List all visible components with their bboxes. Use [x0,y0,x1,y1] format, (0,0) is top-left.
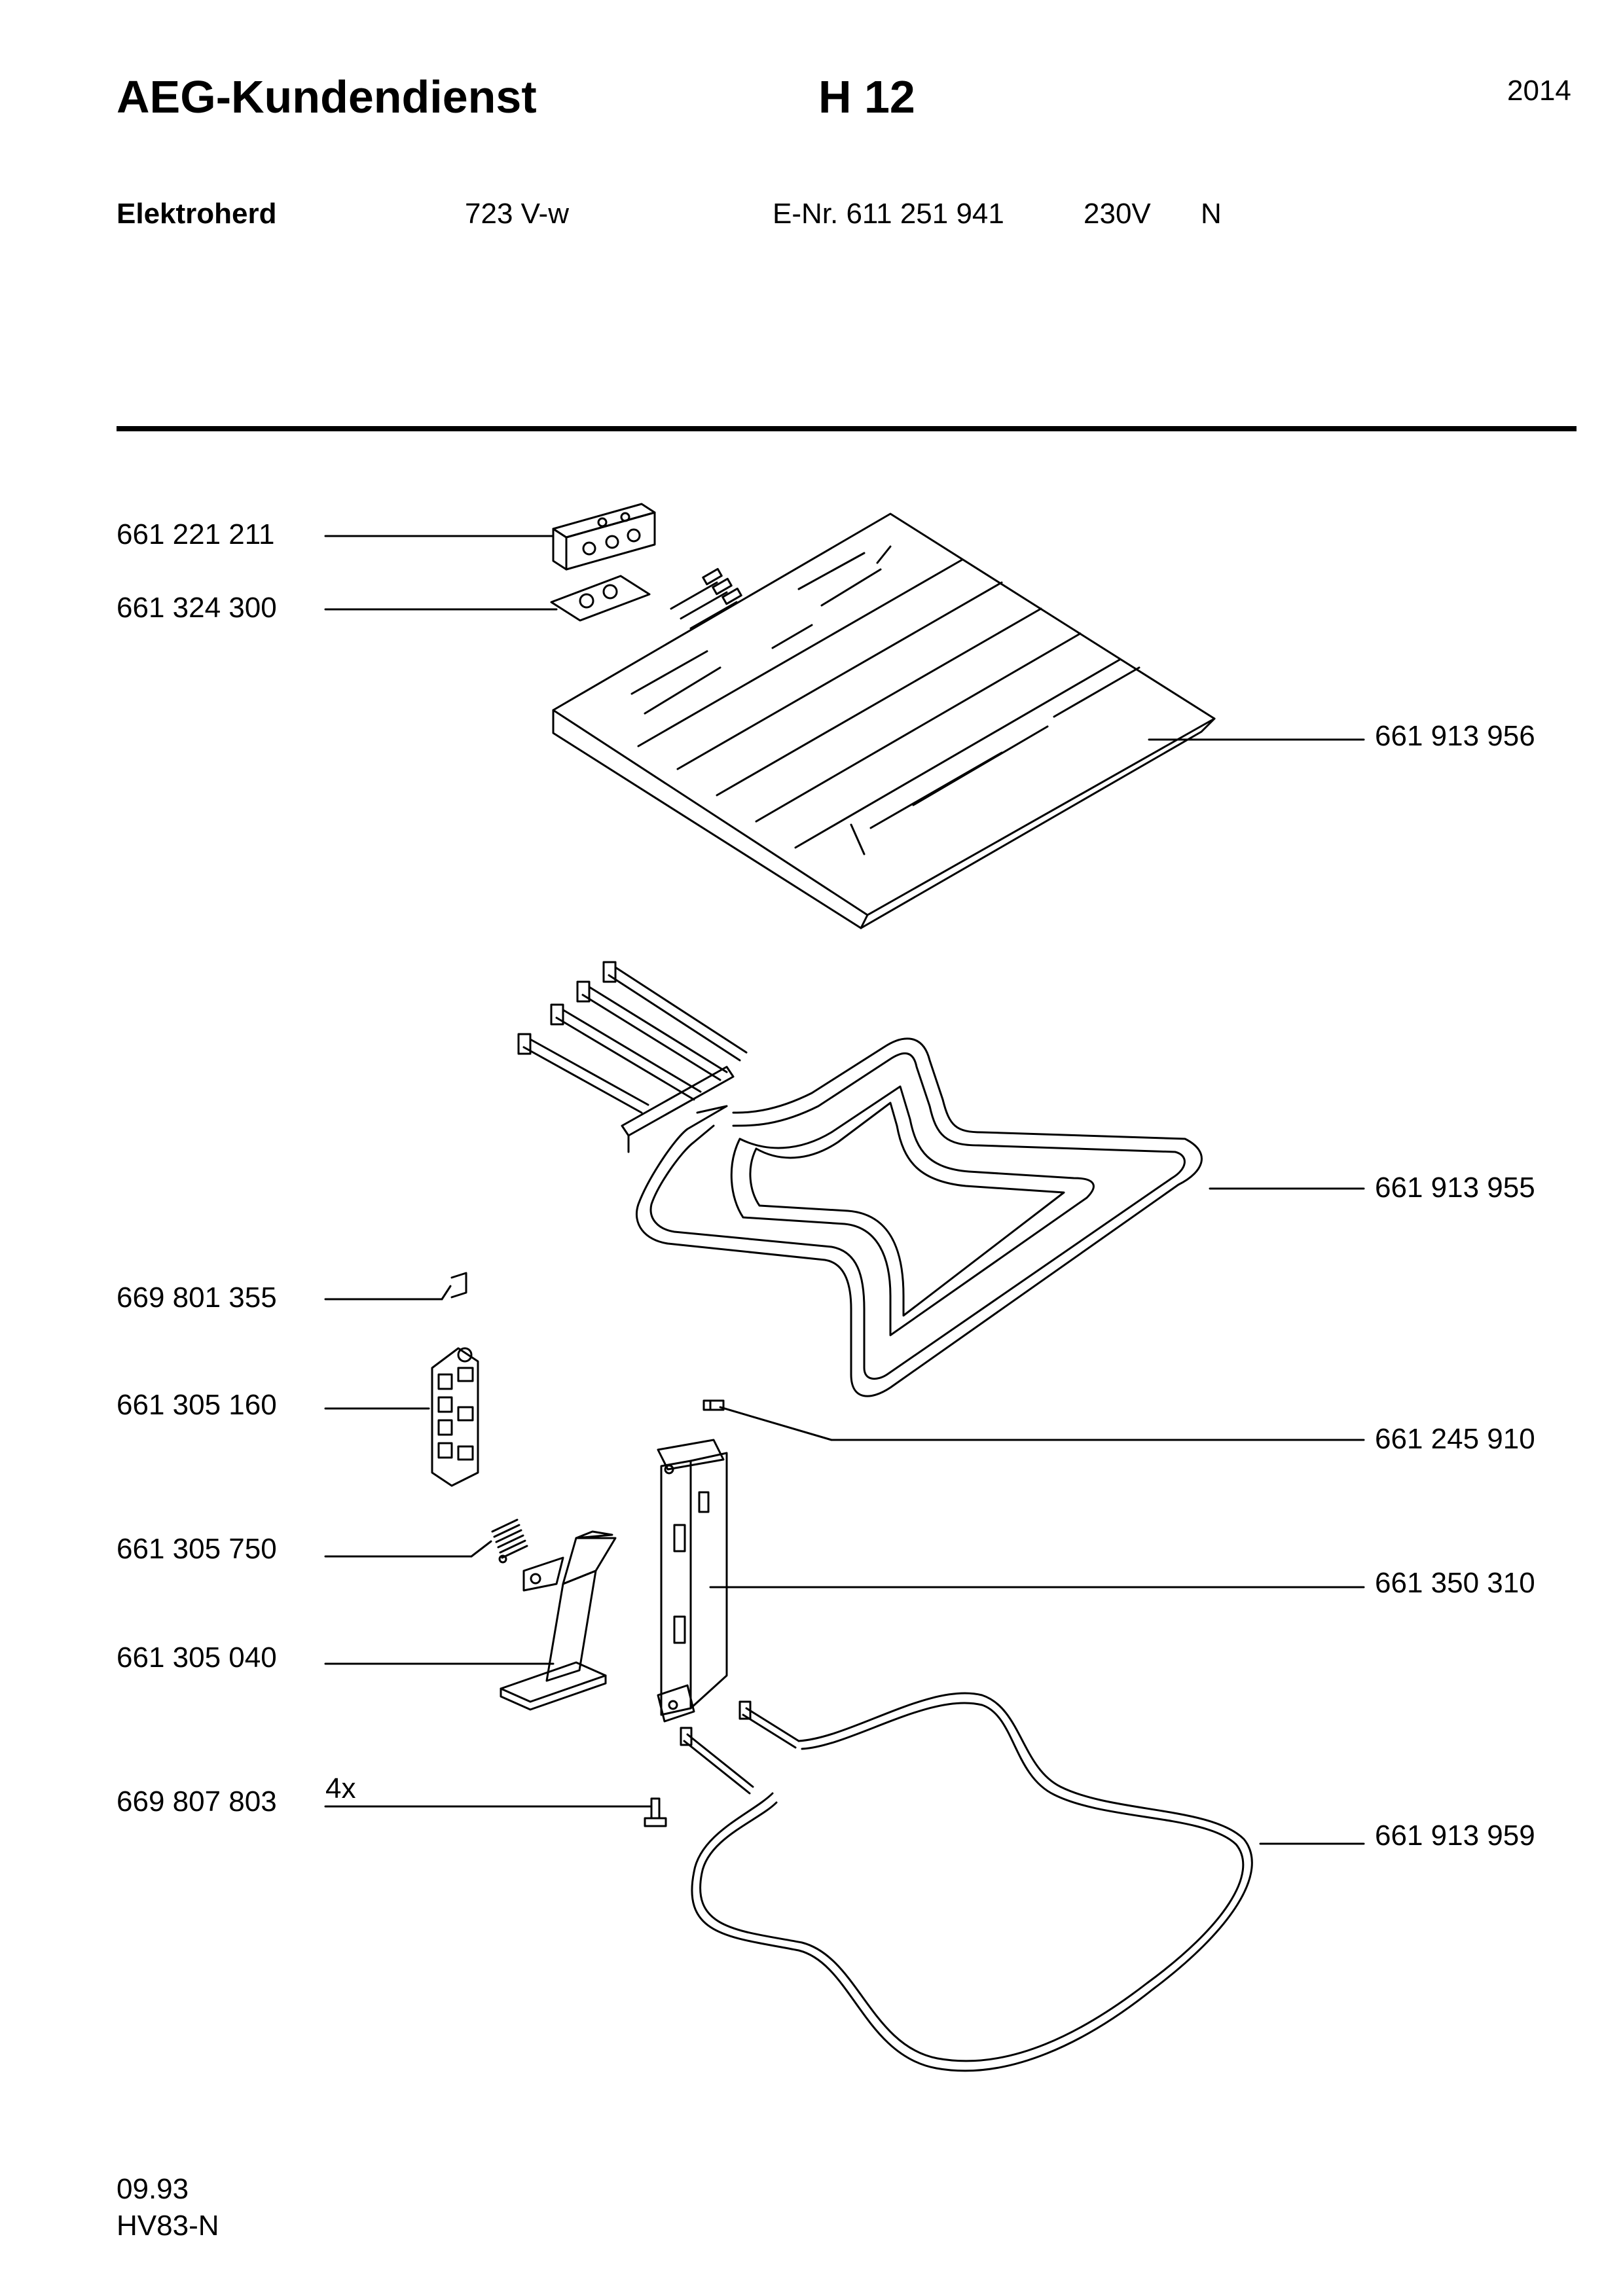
part-number-right: 661 350 310 [1375,1567,1535,1599]
leader-lines [325,536,1364,1844]
footer-code: HV83-N [117,2210,219,2242]
mounting-foot [501,1532,615,1710]
footer-date: 09.93 [117,2173,189,2205]
bracket [658,1440,727,1721]
part-number-right: 661 913 955 [1375,1172,1535,1204]
e-number: E-Nr. 611 251 941 [773,198,1004,230]
product-name: Elektroherd [117,198,277,230]
grill-heater-element [519,962,1201,1396]
part-number-left: 661 305 750 [117,1533,277,1565]
brand-title: AEG-Kundendienst [117,71,537,122]
cover-plate [553,514,1214,928]
terminal-block [553,504,655,569]
part-number-left: 661 305 040 [117,1641,277,1674]
part-number-left: 661 305 160 [117,1389,277,1421]
model-code: H 12 [818,71,915,122]
clip [452,1273,466,1297]
part-number-left: 661 324 300 [117,592,277,624]
fastener [645,1799,666,1826]
header-rule [117,426,1577,431]
voltage: 230V [1084,198,1151,230]
part-number-left: 661 221 211 [117,518,275,550]
terminal-strip [432,1348,478,1486]
sensor-clip [704,1401,723,1410]
quantity-note: 4x [325,1772,356,1804]
year: 2014 [1507,75,1571,107]
spring [492,1520,527,1562]
product-variant: 723 V-w [465,198,569,230]
part-number-right: 661 245 910 [1375,1423,1535,1455]
part-number-left: 669 801 355 [117,1282,277,1314]
terminal-plate [551,576,649,620]
variant-suffix: N [1201,198,1222,230]
part-number-right: 661 913 959 [1375,1820,1535,1852]
part-number-right: 661 913 956 [1375,720,1535,752]
bottom-heater-element [681,1693,1252,2071]
connector-pins [671,569,741,628]
part-number-left: 669 807 803 [117,1785,277,1818]
